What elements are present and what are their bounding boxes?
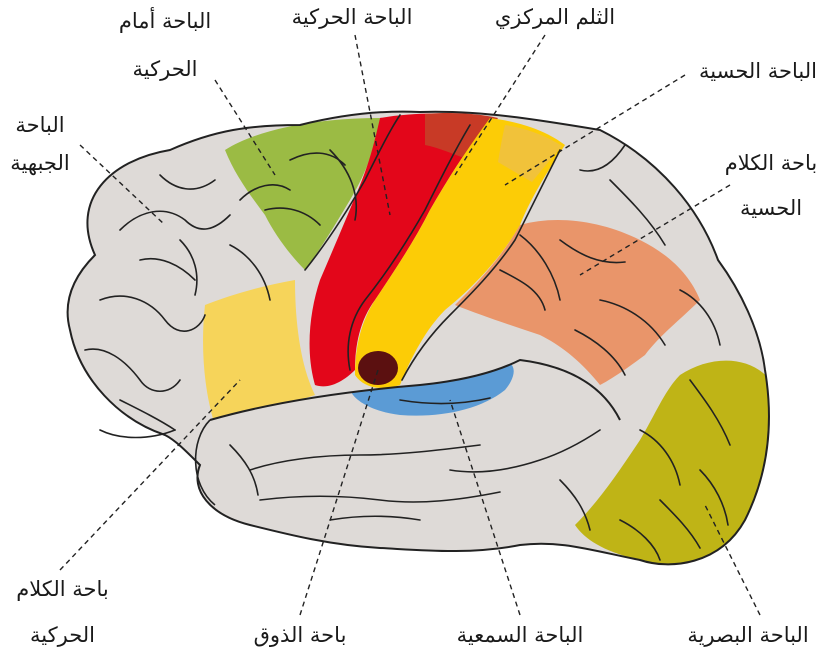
sensory-area-top xyxy=(498,125,562,182)
leader-premotor xyxy=(214,79,276,176)
motor-speech-area xyxy=(203,280,315,425)
label-central-sulcus: الثلم المركزي xyxy=(494,5,616,29)
gyri-lines xyxy=(84,114,731,561)
leader-lines xyxy=(59,34,761,616)
label-sensory: الباحة الحسية xyxy=(698,59,817,83)
taste-area xyxy=(358,351,398,385)
leader-taste xyxy=(299,369,379,616)
leader-auditory xyxy=(449,399,521,616)
leader-sensory-speech xyxy=(579,184,731,276)
label-taste: باحة الذوق xyxy=(253,623,347,647)
sensory-area xyxy=(355,118,565,388)
label-frontal-line2: الجبهية xyxy=(10,151,70,175)
leader-motor-speech xyxy=(59,379,241,571)
label-motor: الباحة الحركية xyxy=(291,5,413,29)
label-premotor-line2: الحركية xyxy=(132,57,198,81)
temporal-lower-edge xyxy=(194,419,216,506)
visual-area xyxy=(575,360,769,565)
label-visual: الباحة البصرية xyxy=(687,623,809,647)
label-sensory-speech-line2: الحسية xyxy=(739,196,803,220)
lateral-sulcus xyxy=(209,358,621,421)
leader-visual xyxy=(704,504,761,616)
label-frontal-line1: الباحة xyxy=(15,113,65,137)
leader-sensory xyxy=(504,74,686,186)
label-premotor-line1: الباحة أمام xyxy=(118,9,212,33)
label-motor-speech-line1: باحة الكلام xyxy=(16,577,109,601)
motor-area-top xyxy=(425,113,498,160)
sensory-speech-area xyxy=(455,220,700,385)
leader-central-sulcus xyxy=(454,34,546,176)
leader-motor xyxy=(354,34,391,216)
label-auditory: الباحة السمعية xyxy=(456,623,584,647)
leader-frontal xyxy=(79,144,166,226)
label-sensory-speech-line1: باحة الكلام xyxy=(724,151,818,175)
label-motor-speech-line2: الحركية xyxy=(30,623,95,647)
temporal-lobe xyxy=(195,360,620,550)
